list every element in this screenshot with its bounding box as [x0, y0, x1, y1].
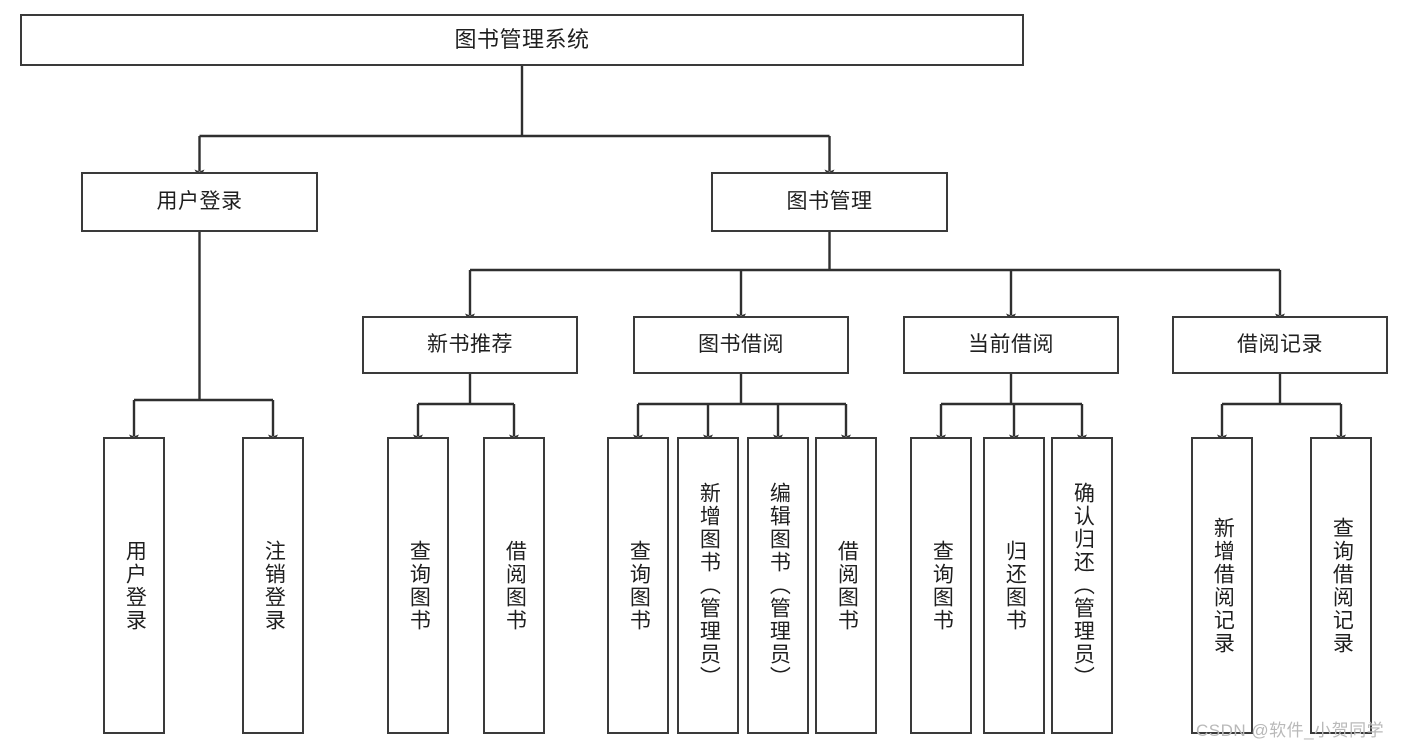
node-label: 查询图书: [407, 539, 431, 632]
node-label: 查询图书: [627, 539, 651, 632]
node-label: 注销登录: [262, 539, 286, 632]
node-label: 新增图书（管理员）: [697, 482, 721, 689]
node-label: 确认归还（管理员）: [1071, 482, 1095, 689]
node-leaf-query-rec[interactable]: 查询借阅记录: [1310, 437, 1372, 734]
node-label: 借阅记录: [1237, 332, 1323, 356]
node-leaf-return[interactable]: 归还图书: [983, 437, 1045, 734]
node-leaf-add-record[interactable]: 新增借阅记录: [1191, 437, 1253, 734]
node-label: 图书管理系统: [454, 27, 590, 53]
node-book-borrow[interactable]: 图书借阅: [633, 316, 849, 374]
node-leaf-user-login[interactable]: 用户登录: [103, 437, 165, 734]
node-label: 用户登录: [123, 539, 147, 632]
node-current-borrow[interactable]: 当前借阅: [903, 316, 1119, 374]
node-root[interactable]: 图书管理系统: [20, 14, 1024, 66]
node-leaf-confirm[interactable]: 确认归还（管理员）: [1051, 437, 1113, 734]
node-label: 当前借阅: [968, 332, 1054, 356]
node-user-login[interactable]: 用户登录: [81, 172, 318, 232]
node-label: 图书借阅: [698, 332, 784, 356]
node-new-book-rec[interactable]: 新书推荐: [362, 316, 578, 374]
node-label: 借阅图书: [503, 539, 527, 632]
node-label: 编辑图书（管理员）: [767, 482, 791, 689]
node-borrow-record[interactable]: 借阅记录: [1172, 316, 1388, 374]
node-leaf-borrow-1[interactable]: 借阅图书: [483, 437, 545, 734]
node-label: 新增借阅记录: [1211, 516, 1235, 655]
node-label: 查询图书: [930, 539, 954, 632]
node-leaf-query-3[interactable]: 查询图书: [910, 437, 972, 734]
node-label: 借阅图书: [835, 539, 859, 632]
node-leaf-query-1[interactable]: 查询图书: [387, 437, 449, 734]
node-leaf-add-book[interactable]: 新增图书（管理员）: [677, 437, 739, 734]
node-leaf-edit-book[interactable]: 编辑图书（管理员）: [747, 437, 809, 734]
node-label: 用户登录: [156, 189, 243, 213]
node-label: 查询借阅记录: [1330, 516, 1354, 655]
edge-group: [129, 66, 1346, 444]
node-label: 图书管理: [786, 189, 873, 213]
node-leaf-query-2[interactable]: 查询图书: [607, 437, 669, 734]
node-leaf-borrow-2[interactable]: 借阅图书: [815, 437, 877, 734]
watermark-label: CSDN @软件_小贺同学: [1196, 721, 1385, 740]
node-leaf-logout[interactable]: 注销登录: [242, 437, 304, 734]
node-label: 归还图书: [1003, 539, 1027, 632]
node-book-manage[interactable]: 图书管理: [711, 172, 948, 232]
node-label: 新书推荐: [427, 332, 513, 356]
